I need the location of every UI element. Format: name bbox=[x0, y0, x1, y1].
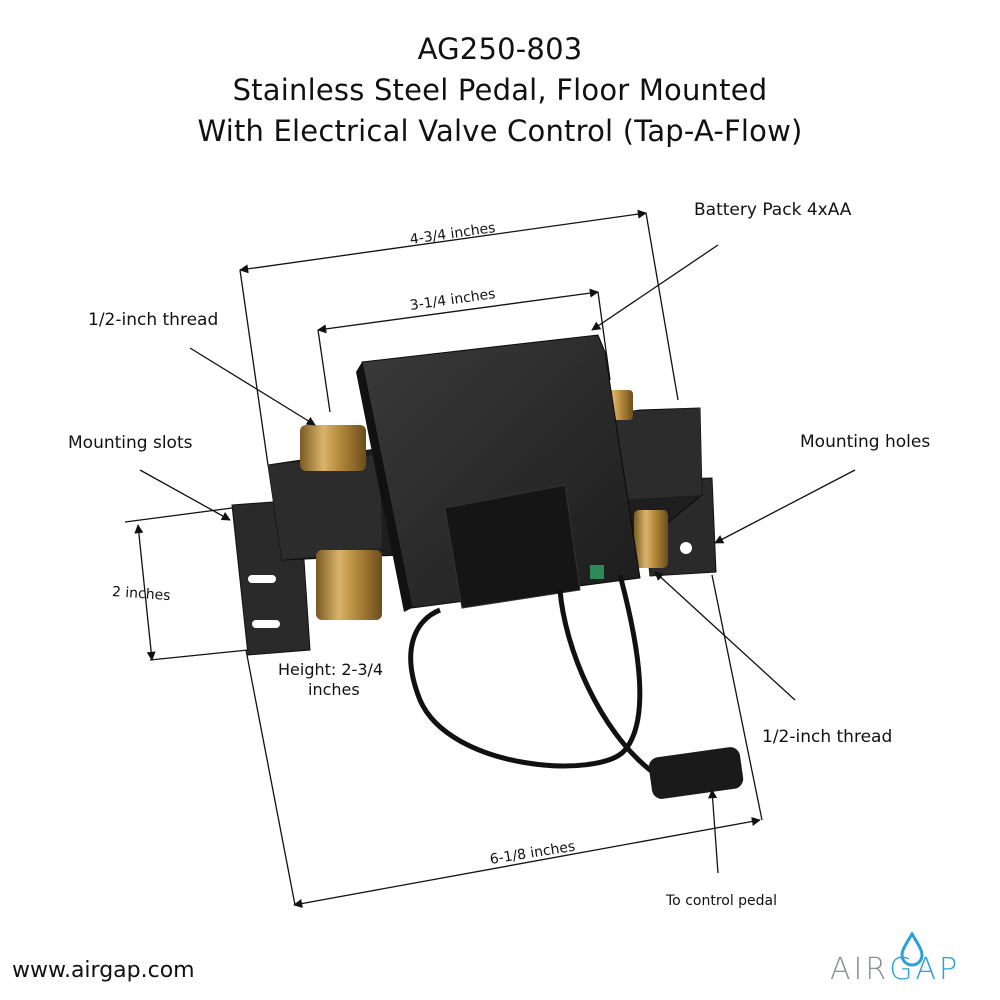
callout-mounting-holes: Mounting holes bbox=[800, 432, 931, 452]
cable-connector bbox=[648, 747, 744, 799]
callout-arrow-mounting-slots bbox=[139, 469, 231, 521]
dim-line-width-inner bbox=[317, 288, 599, 334]
mounting-slot-2 bbox=[252, 620, 280, 628]
logo-text-air: AIR bbox=[830, 952, 890, 987]
dim-label-height-line1: Height: 2-3/4 bbox=[278, 660, 384, 679]
callout-mounting-slots: Mounting slots bbox=[68, 433, 193, 453]
connector-led bbox=[590, 565, 604, 579]
callout-control-pedal: To control pedal bbox=[666, 893, 778, 909]
website-link[interactable]: www.airgap.com bbox=[12, 958, 195, 983]
callout-arrow-battery-pack bbox=[591, 244, 719, 331]
brass-fitting-bottom-right bbox=[634, 510, 668, 568]
product-model: AG250-803 bbox=[417, 32, 583, 66]
dim-label-height-line2: inches bbox=[308, 680, 360, 699]
dim-line-depth bbox=[134, 524, 156, 661]
callout-arrow-thread-top bbox=[189, 347, 316, 426]
water-drop-icon bbox=[900, 931, 924, 967]
dim-line-width-outer bbox=[239, 209, 647, 274]
product-title-line2: With Electrical Valve Control (Tap-A-Flo… bbox=[197, 114, 803, 148]
logo-text-gap: GAP bbox=[889, 952, 961, 987]
mounting-slot-1 bbox=[248, 575, 276, 583]
control-cable bbox=[408, 574, 744, 799]
brass-fitting-top-left bbox=[300, 425, 366, 471]
callout-arrow-thread-bottom bbox=[654, 571, 796, 701]
product-title-line1: Stainless Steel Pedal, Floor Mounted bbox=[232, 73, 768, 107]
callout-arrow-mounting-holes bbox=[714, 469, 856, 544]
mounting-hole bbox=[680, 542, 692, 554]
callout-arrow-control-pedal bbox=[708, 789, 719, 874]
dim-line-length bbox=[293, 816, 761, 909]
battery-pack-box bbox=[356, 334, 641, 612]
airgap-logo: AIRGAP bbox=[820, 930, 990, 990]
callout-battery-pack: Battery Pack 4xAA bbox=[694, 200, 852, 220]
callout-thread-bottom: 1/2-inch thread bbox=[762, 727, 893, 747]
callout-thread-top: 1/2-inch thread bbox=[88, 310, 219, 330]
brass-fitting-bottom-left bbox=[316, 550, 382, 620]
